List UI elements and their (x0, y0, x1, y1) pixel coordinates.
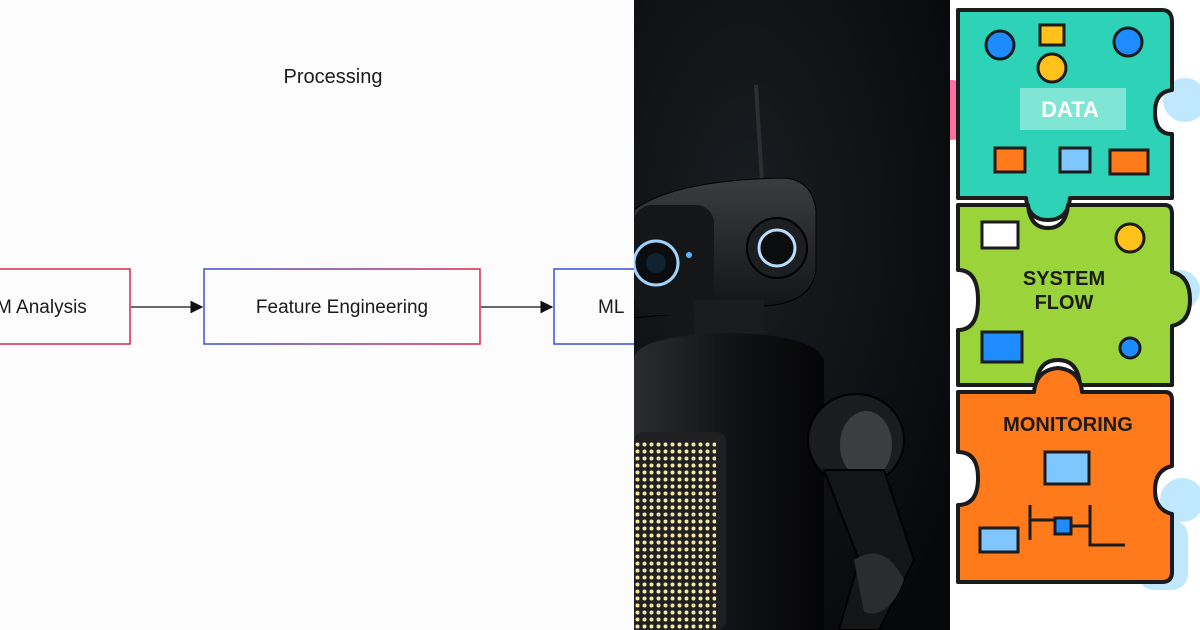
robot-illustration (634, 0, 950, 630)
puzzle-label-system: SYSTEM (1023, 268, 1105, 290)
monitor-icon (1043, 450, 1091, 486)
puzzle-label-monitoring: MONITORING (1003, 414, 1133, 436)
chart-pie-icon (1112, 26, 1144, 58)
list-icon (980, 220, 1020, 250)
panel-icon (1108, 148, 1150, 176)
document-icon (1058, 146, 1092, 174)
gear-icon (984, 29, 1016, 61)
node-label-analysis: M Analysis (0, 297, 87, 318)
group-label: Processing (284, 66, 383, 88)
node-icon (1036, 52, 1068, 84)
puzzle-canvas: DATA SYSTEM FLOW MONITORING (950, 0, 1200, 630)
node-label-feature-engineering: Feature Engineering (256, 297, 428, 318)
node-box-ml (553, 268, 634, 345)
diagram-canvas: Processing M Analysis Feature Engineerin… (0, 60, 634, 531)
puzzle-label-flow: FLOW (1035, 292, 1094, 314)
circuit-icon (1053, 516, 1073, 536)
terminal-icon (978, 526, 1020, 554)
server-icon (980, 330, 1024, 364)
puzzle-label-data: DATA (1041, 97, 1099, 122)
node-label-ml: ML (598, 297, 624, 318)
node-box-feature-engineering (203, 268, 481, 345)
processing-diagram: Processing M Analysis Feature Engineerin… (0, 60, 634, 531)
graph-icon (1118, 336, 1142, 360)
node-box-analysis (0, 268, 131, 345)
robot-photo (634, 0, 950, 630)
bar-chart-icon (993, 146, 1027, 174)
donut-icon (1114, 222, 1146, 254)
puzzle-illustration: DATA SYSTEM FLOW MONITORING (950, 0, 1200, 630)
